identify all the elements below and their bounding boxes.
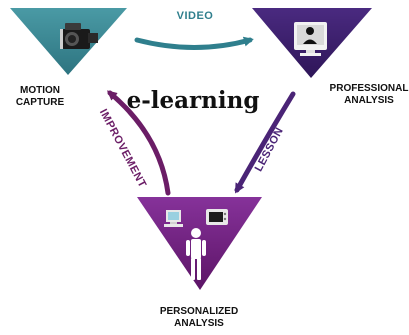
motion-capture-label-line1: MOTION [20,85,60,96]
professional-analysis-label-line2: ANALYSIS [344,95,394,106]
video-label: VIDEO [177,10,214,22]
personalized-analysis-label-line1: PERSONALIZED [160,306,238,317]
personalized-analysis-label-line2: ANALYSIS [174,318,224,329]
video-camera-icon [60,23,98,49]
tv-monitor-icon [206,209,228,225]
diagram-title: e-learning [127,87,260,114]
video-arrow [134,36,254,50]
person-icon [186,228,206,280]
professional-analysis-label-line1: PROFESSIONAL [330,83,409,94]
motion-capture-label-line2: CAPTURE [16,97,65,108]
lesson-arrow [234,91,296,194]
improvement-label: IMPROVEMENT [97,107,149,190]
professional-analysis-node [252,8,372,78]
motion-capture-node [10,8,127,75]
improvement-arrow [106,90,171,196]
monitor-person-icon [294,22,327,56]
computer-icon [164,210,183,227]
personalized-analysis-node [137,197,262,290]
